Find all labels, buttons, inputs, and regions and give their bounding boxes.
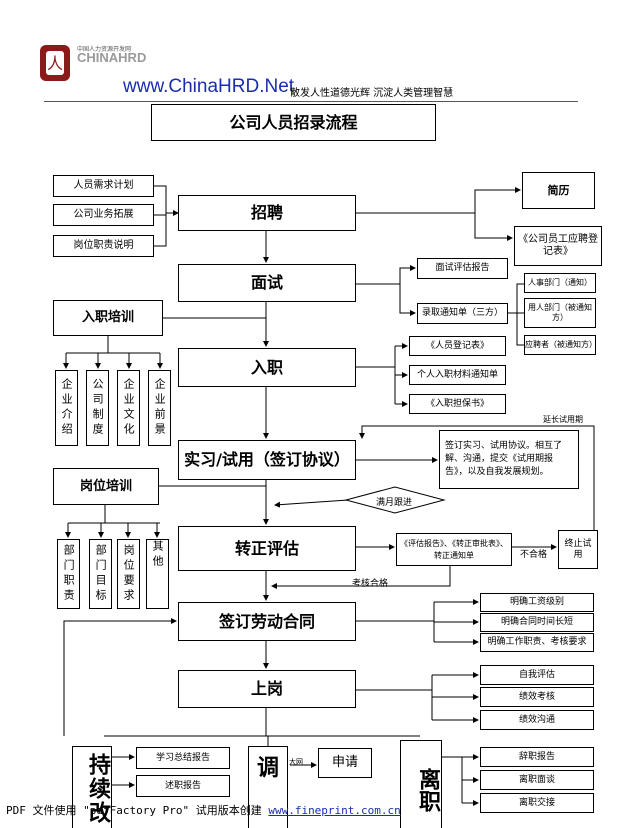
page-title: 公司人员招录流程 [151, 104, 436, 141]
followup-diamond [344, 486, 446, 514]
step-evaluation: 转正评估 [178, 526, 356, 571]
job-training-item-dept-duties: 部门职责 [57, 539, 80, 609]
input-demand-plan: 人员需求计划 [53, 175, 154, 197]
induction-item-culture: 企业文化 [117, 370, 140, 446]
notice-candidate: 应聘者（被通知方） [524, 335, 597, 355]
extend-probation-label: 延长试用期 [543, 415, 583, 424]
contract-item-duties: 明确工作职责、考核要求 [480, 633, 594, 652]
induction-training: 入职培训 [53, 300, 163, 336]
induction-item-policies: 公司制度 [86, 370, 109, 446]
output-resume: 简历 [522, 172, 595, 209]
site-slogan: 散发人性道德光辉 沉淀人类管理智慧 [290, 88, 454, 99]
leave-item-interview: 离职面谈 [480, 770, 594, 790]
contract-item-duration: 明确合同时间长短 [480, 613, 594, 632]
job-training: 岗位培训 [53, 468, 159, 505]
step-post: 上岗 [178, 670, 356, 708]
probation-note: 签订实习、试用协议。相互了解、沟通，提交《试用期报告》，以及自我发展规划。 [439, 430, 579, 489]
doc-personnel-form: 《人员登记表》 [409, 336, 506, 356]
induction-item-company-intro: 企业介绍 [55, 370, 78, 446]
step-recruit: 招聘 [178, 195, 356, 231]
post-item-self-eval: 自我评估 [480, 665, 594, 685]
step-probation: 实习/试用（签订协议） [178, 440, 356, 480]
doc-materials-notice: 个人入职材料通知单 [409, 365, 506, 385]
monthly-followup-label: 满月跟进 [376, 498, 413, 508]
logo-mark-icon: 人 [40, 45, 70, 81]
evaluation-docs: 《评估报告》、《转正审批表》、转正通知单 [396, 533, 512, 566]
step-contract: 签订劳动合同 [178, 602, 356, 641]
notice-hiring-dept: 用人部门（被通知方） [524, 298, 596, 328]
transfer-item-apply: 申请 [318, 748, 372, 778]
post-item-communication: 绩效沟通 [480, 710, 594, 730]
contract-item-salary: 明确工资级别 [480, 593, 594, 612]
input-job-description: 岗位职责说明 [53, 235, 154, 257]
leave: 离职 [400, 740, 442, 828]
input-business-expansion: 公司业务拓展 [53, 204, 154, 226]
header-divider [44, 101, 578, 102]
continuous-item-study-report: 学习总结报告 [136, 747, 230, 769]
leave-item-handover: 离职交接 [480, 793, 594, 813]
notice-hr-dept: 人事部门（通知） [524, 273, 596, 293]
leave-item-resignation: 辞职报告 [480, 747, 594, 767]
job-training-item-other: 其他 [146, 539, 169, 609]
output-application-form: 《公司员工应聘登记表》 [514, 226, 602, 266]
post-item-performance: 绩效考核 [480, 687, 594, 707]
step-interview: 面试 [178, 264, 356, 302]
continuous-improvement: 持续改 [72, 746, 112, 828]
interview-eval-report: 面试评估报告 [417, 258, 508, 279]
terminate-probation: 终止试用 [558, 530, 598, 569]
transfer: 调 [248, 746, 288, 828]
doc-guarantee: 《入职担保书》 [409, 394, 506, 414]
induction-item-outlook: 企业前景 [148, 370, 171, 446]
footer-text: PDF 文件使用 "pdfFactory Pro" 试用版本创建 [6, 804, 269, 817]
transfer-arrow-label: 大网 [289, 758, 303, 766]
footer-link[interactable]: www.fineprint.com.cn [268, 804, 401, 817]
admission-notice: 录取通知单（三方） [417, 303, 508, 324]
pass-label: 考核合格 [352, 579, 389, 589]
step-onboard: 入职 [178, 348, 356, 387]
fail-label: 不合格 [520, 550, 548, 560]
svg-text:人: 人 [47, 54, 63, 73]
logo-brand-text: CHINAHRD [77, 50, 147, 65]
continuous-item-duty-report: 述职报告 [136, 775, 230, 797]
site-url-link[interactable]: www.ChinaHRD.Net [123, 76, 295, 97]
logo-subtitle: 中国人力资源开发网 [77, 46, 132, 53]
pdf-footer: PDF 文件使用 "pdfFactory Pro" 试用版本创建 www.fin… [6, 802, 401, 818]
job-training-item-requirements: 岗位要求 [117, 539, 140, 609]
job-training-item-dept-goals: 部门目标 [89, 539, 112, 609]
